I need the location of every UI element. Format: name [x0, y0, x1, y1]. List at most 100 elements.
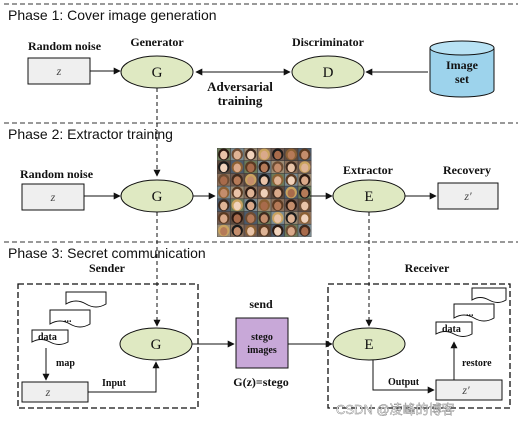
face-thumbnail: [298, 224, 312, 237]
discriminator-node: [291, 55, 365, 89]
face-thumbnail: [230, 186, 244, 199]
receiver-dots: ...: [466, 308, 474, 319]
image-set-label-2: set: [455, 72, 469, 86]
extractor-label: Extractor: [343, 163, 394, 177]
face-thumbnail: [284, 161, 298, 174]
face-thumbnail: [284, 173, 298, 186]
receiver-data-label: data: [442, 324, 461, 335]
face-thumbnail: [271, 224, 285, 237]
receiver-label: Receiver: [405, 261, 450, 275]
face-thumbnail: [257, 211, 271, 224]
face-thumbnail: [298, 199, 312, 212]
face-thumbnail: [230, 199, 244, 212]
image-set-cylinder: [429, 40, 495, 98]
noise-box-2: [21, 183, 85, 211]
face-thumbnail: [257, 161, 271, 174]
input-label: Input: [102, 378, 127, 389]
face-thumbnail: [257, 173, 271, 186]
sender-label: Sender: [89, 261, 126, 275]
extractor-node-2: [332, 327, 406, 361]
arrow-e2-output: [372, 360, 435, 394]
face-thumbnail: [230, 161, 244, 174]
noise-z-2: z: [50, 190, 56, 204]
face-thumbnail: [217, 148, 231, 161]
image-set-label-1: Image: [446, 58, 479, 72]
face-thumbnail: [244, 161, 258, 174]
face-thumbnail: [284, 199, 298, 212]
face-thumbnail: [230, 224, 244, 237]
watermark: CSDN @凌峰的博客: [336, 402, 455, 417]
random-noise-label-1: Random noise: [28, 39, 102, 53]
face-thumbnail: [284, 224, 298, 237]
face-thumbnail: [230, 211, 244, 224]
face-thumbnail: [230, 173, 244, 186]
random-noise-label-2: Random noise: [20, 167, 94, 181]
face-thumbnail: [244, 224, 258, 237]
face-thumbnail: [271, 211, 285, 224]
face-thumbnail: [257, 148, 271, 161]
face-thumbnail: [257, 224, 271, 237]
discriminator-label: Discriminator: [292, 35, 365, 49]
stego-label-1: stego: [251, 332, 273, 343]
face-thumbnail: [217, 161, 231, 174]
phase-2-title: Phase 2: Extractor training: [8, 126, 173, 142]
generator-node-1-text: G: [152, 65, 163, 81]
receiver-region: [327, 283, 511, 409]
face-thumbnail: [271, 199, 285, 212]
stego-label-2: images: [247, 345, 277, 356]
face-thumbnail: [244, 186, 258, 199]
face-thumbnail: [217, 224, 231, 237]
arrow-z-g3: [88, 361, 160, 393]
sender-data-label: data: [38, 332, 57, 343]
face-thumbnail: [244, 173, 258, 186]
send-label: send: [249, 297, 273, 311]
face-thumbnail: [217, 211, 231, 224]
face-thumbnail: [217, 199, 231, 212]
face-thumbnail: [298, 148, 312, 161]
face-thumbnail: [217, 186, 231, 199]
face-thumbnail: [271, 173, 285, 186]
recovery-box: [437, 182, 499, 210]
adversarial-label-1: Adversarial: [207, 79, 273, 94]
output-label: Output: [388, 377, 420, 388]
generator-label-1: Generator: [130, 35, 184, 49]
extractor-node-2-text: E: [364, 337, 373, 353]
generator-node-2-text: G: [152, 189, 163, 205]
generated-faces-grid: [217, 148, 312, 237]
stego-images-box: [235, 317, 289, 369]
extractor-node-1-text: E: [364, 189, 373, 205]
sender-z-text: z: [45, 385, 51, 399]
face-thumbnail: [244, 199, 258, 212]
face-thumbnail: [244, 148, 258, 161]
adversarial-label-2: training: [218, 93, 263, 108]
face-thumbnail: [298, 211, 312, 224]
receiver-z-prime: z′: [461, 383, 470, 397]
face-thumbnail: [230, 148, 244, 161]
discriminator-node-text: D: [323, 65, 334, 81]
face-thumbnail: [284, 211, 298, 224]
map-label: map: [56, 358, 75, 369]
face-thumbnail: [284, 186, 298, 199]
sender-z-box: [21, 381, 89, 403]
gz-equation: G(z)=stego: [233, 375, 288, 389]
noise-z-1: z: [56, 64, 62, 78]
face-thumbnail: [298, 173, 312, 186]
face-thumbnail: [244, 211, 258, 224]
sender-region: [17, 283, 199, 409]
recovery-z-prime: z′: [463, 189, 472, 203]
face-thumbnail: [257, 199, 271, 212]
face-thumbnail: [271, 148, 285, 161]
face-thumbnail: [271, 161, 285, 174]
receiver-z-box: [435, 379, 503, 401]
face-thumbnail: [298, 186, 312, 199]
phase-1-title: Phase 1: Cover image generation: [8, 7, 217, 23]
phase-3-title: Phase 3: Secret communication: [8, 245, 206, 261]
face-thumbnail: [217, 173, 231, 186]
face-thumbnail: [257, 186, 271, 199]
sender-dots: ...: [64, 314, 72, 325]
face-thumbnail: [298, 161, 312, 174]
sender-document-stack: [31, 291, 107, 345]
recovery-label: Recovery: [443, 163, 491, 177]
